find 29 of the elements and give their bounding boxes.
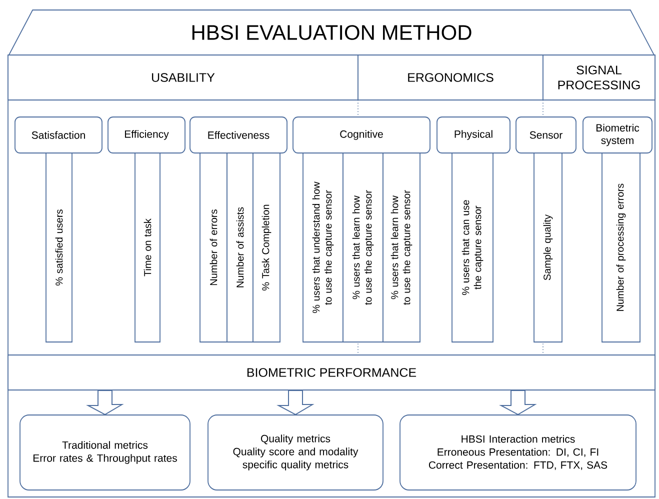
block-arrow [276,390,314,416]
metric-bar: % users that learn how to use the capture sensor [382,152,420,342]
category-box: Satisfaction [14,116,102,154]
category-box: Physical [436,116,510,154]
metric-bar: Number of errors [200,152,228,342]
metric-bar: % users that can use the capture sensor [452,152,494,342]
metric-bar: % users that learn how to use the capture sensor [342,152,384,342]
title-banner: HBSI EVALUATION METHOD [8,10,655,56]
section-header: USABILITY [8,54,358,100]
metric-bar: % satisfied users [46,152,72,342]
category-box: Effectiveness [190,116,288,154]
metric-box: Traditional metrics Error rates & Throughput rates [20,414,190,490]
metric-box: HBSI Interaction metrics Erroneous Presentation: DI, CI, FI Correct Presentation: FTD, FTX, SAS [400,414,636,490]
section-header: BIOMETRIC PERFORMANCE [8,354,656,390]
metric-bar: Number of assists [226,152,254,342]
section-header: SIGNAL PROCESSING [542,54,656,100]
metric-bar: Number of processing errors [602,152,640,342]
category-box: Sensor [516,116,576,154]
section-header: ERGONOMICS [358,54,544,100]
metric-bar: % Task Completion [252,152,280,342]
metric-bar: Sample quality [534,152,562,342]
block-arrow [499,390,537,416]
category-box: Cognitive [292,116,430,154]
metric-box: Quality metrics Quality score and modality specific quality metrics [208,414,384,490]
category-box: Efficiency [108,116,186,154]
category-box: Biometric system [582,116,652,154]
metric-bar: % users that understand how to use the capture sensor [302,152,344,342]
block-arrow [86,390,124,416]
metric-bar: Time on task [134,152,160,342]
